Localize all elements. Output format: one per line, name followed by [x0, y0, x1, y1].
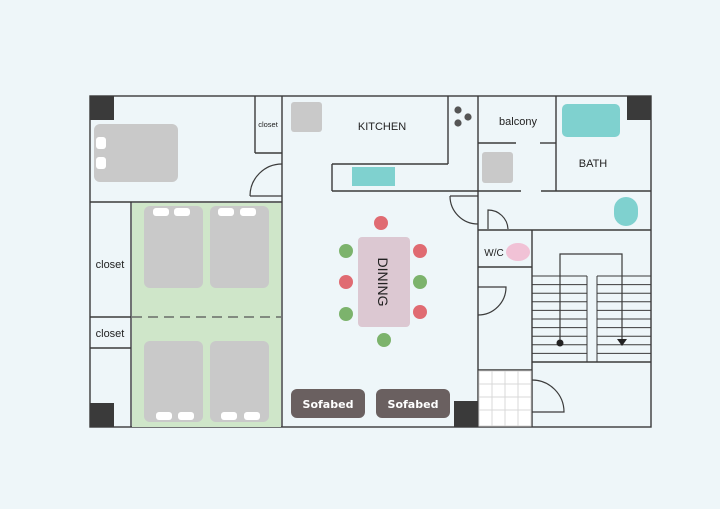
wc-label: W/C — [484, 248, 503, 259]
bathtub — [562, 104, 620, 137]
kitchen-label: KITCHEN — [358, 121, 406, 133]
single-bed-2 — [210, 206, 269, 288]
dining-set — [339, 216, 427, 347]
bath-fixtures — [482, 104, 638, 261]
sofabed-2 — [376, 389, 450, 418]
sofabeds — [291, 389, 450, 418]
kitchen-fixtures — [291, 102, 472, 186]
entrance-tiles — [478, 370, 532, 427]
closet-label-left-2: closet — [96, 328, 125, 340]
sofabed-1 — [291, 389, 365, 418]
fridge — [291, 102, 322, 132]
bath-label: BATH — [579, 158, 608, 170]
stove-burner — [454, 106, 462, 114]
single-bed-3 — [144, 341, 203, 422]
washing-machine — [482, 152, 513, 183]
stove-burner — [454, 119, 462, 127]
chair — [413, 305, 427, 319]
basin — [614, 197, 638, 226]
chair — [339, 307, 353, 321]
staircase — [532, 253, 651, 363]
chair — [413, 244, 427, 258]
closet-label-left-1: closet — [96, 259, 125, 271]
dining-label: DINING — [375, 258, 391, 307]
sofabed-label-2: Sofabed — [388, 398, 439, 411]
balcony-label: balcony — [499, 116, 537, 128]
chair — [339, 275, 353, 289]
chair — [413, 275, 427, 289]
chair — [374, 216, 388, 230]
kitchen-sink — [352, 167, 395, 186]
closet-label-small: closet — [258, 120, 279, 129]
chair — [339, 244, 353, 258]
toilet — [506, 243, 530, 261]
dining-table — [358, 237, 410, 327]
single-bed-1 — [144, 206, 203, 288]
corner-columns — [90, 96, 651, 427]
beds — [94, 124, 269, 422]
single-bed-4 — [210, 341, 269, 422]
chair — [377, 333, 391, 347]
stove-burner — [464, 113, 472, 121]
sofabed-label-1: Sofabed — [303, 398, 354, 411]
door-swings — [249, 163, 565, 413]
double-bed — [94, 124, 178, 182]
